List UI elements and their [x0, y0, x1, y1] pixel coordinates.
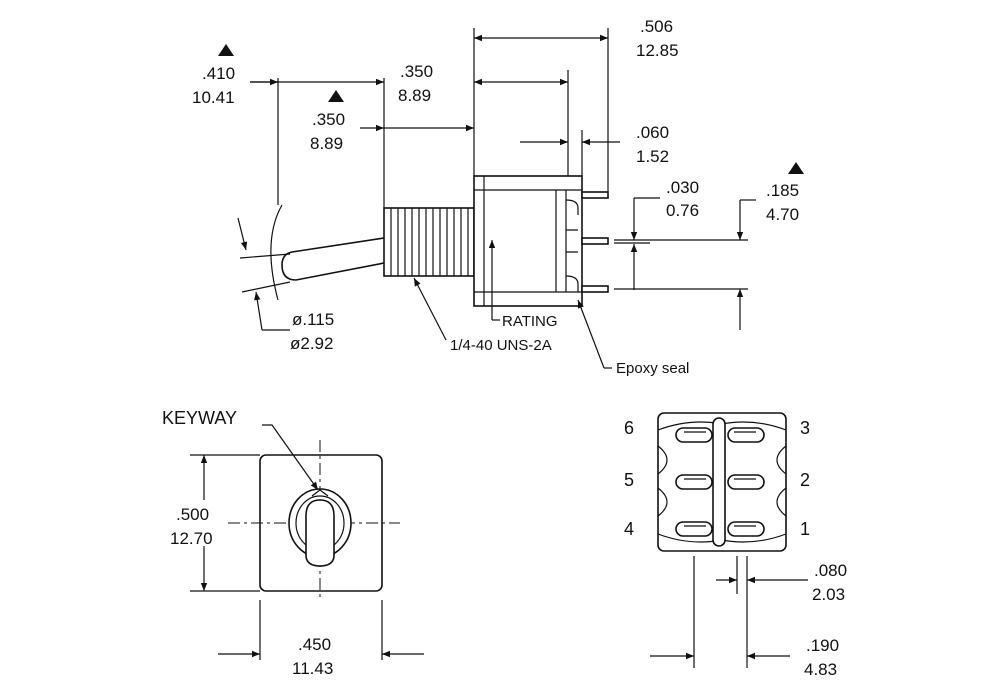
- dim-handle-length-mm: 10.41: [192, 88, 235, 107]
- pin-label-4: 4: [624, 519, 634, 539]
- dim-terminal-spacing-mm: 4.70: [766, 205, 799, 224]
- dim-terminal-length-mm: 1.52: [636, 147, 669, 166]
- dim-bushing-left-mm: 8.89: [310, 134, 343, 153]
- dim-tip-diameter-in: ø.115: [292, 310, 334, 329]
- pin-label-5: 5: [624, 470, 634, 490]
- pin-label-6: 6: [624, 418, 634, 438]
- critical-dim-marker: [218, 44, 234, 56]
- center-divider: [712, 417, 726, 547]
- dim-tip-diameter-mm: ø2.92: [290, 334, 333, 353]
- dim-pin-gap-in: .080: [814, 561, 847, 580]
- side-view: .506 12.85 .410 10.41 .350 8.89 .350 8.8…: [192, 17, 804, 377]
- dim-body-length-in: .506: [640, 17, 673, 36]
- front-lever: [305, 499, 335, 567]
- dim-pin-pitch-mm: 4.83: [804, 660, 837, 679]
- epoxy-seal-label: Epoxy seal: [616, 360, 689, 377]
- dim-bushing-top-mm: 8.89: [398, 86, 431, 105]
- bottom-view: 6 5 4 3 2 1 .080 2.03 .190 4.83: [624, 412, 847, 679]
- dim-body-width-in: .450: [298, 635, 331, 654]
- bushing-threads: [390, 208, 469, 276]
- dim-pin-gap-mm: 2.03: [812, 585, 845, 604]
- dim-terminal-length-in: .060: [636, 123, 669, 142]
- rating-label: RATING: [502, 313, 558, 330]
- pin-label-2: 2: [800, 470, 810, 490]
- dim-body-height-in: .500: [176, 505, 209, 524]
- dim-bushing-top-in: .350: [400, 62, 433, 81]
- dim-body-height-mm: 12.70: [170, 529, 213, 548]
- dim-terminal-width-mm: 0.76: [666, 201, 699, 220]
- pin-label-3: 3: [800, 418, 810, 438]
- dim-terminal-width-in: .030: [666, 178, 699, 197]
- handle-arc: [270, 204, 283, 301]
- terminal-pads: [675, 427, 765, 537]
- dim-bushing-left-in: .350: [312, 110, 345, 129]
- critical-dim-marker: [788, 162, 804, 174]
- terminal-middle: [581, 237, 609, 245]
- terminal-bottom: [581, 285, 609, 293]
- thread-label: 1/4-40 UNS-2A: [450, 337, 552, 354]
- dim-terminal-spacing-in: .185: [766, 181, 799, 200]
- terminal-top: [581, 191, 609, 199]
- dim-body-width-mm: 11.43: [292, 659, 333, 678]
- pin-label-1: 1: [800, 519, 810, 539]
- keyway-label: KEYWAY: [162, 408, 237, 428]
- dim-handle-length-in: .410: [202, 64, 235, 83]
- dim-body-length-mm: 12.85: [636, 41, 679, 60]
- critical-dim-marker: [328, 90, 344, 102]
- dim-pin-pitch-in: .190: [806, 636, 839, 655]
- front-view: KEYWAY .500 12.70 .450 11.43: [162, 408, 424, 678]
- toggle-handle: [281, 237, 385, 281]
